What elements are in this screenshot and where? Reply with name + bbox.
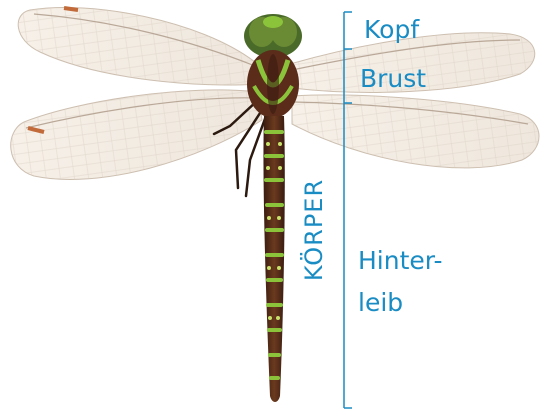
thorax-label: Brust bbox=[360, 66, 426, 91]
abdomen-label-line2: leib bbox=[358, 290, 403, 315]
left-forewing bbox=[18, 7, 258, 85]
dragonfly-thorax bbox=[247, 50, 299, 118]
left-hindwing bbox=[11, 90, 262, 180]
left-forewing-pterostigma bbox=[64, 8, 78, 10]
right-hindwing bbox=[292, 95, 539, 168]
dragonfly-abdomen bbox=[263, 116, 284, 402]
head-label: Kopf bbox=[364, 17, 419, 42]
abdomen-label-line1: Hinter- bbox=[358, 248, 442, 273]
body-label: KÖRPER bbox=[302, 179, 326, 281]
